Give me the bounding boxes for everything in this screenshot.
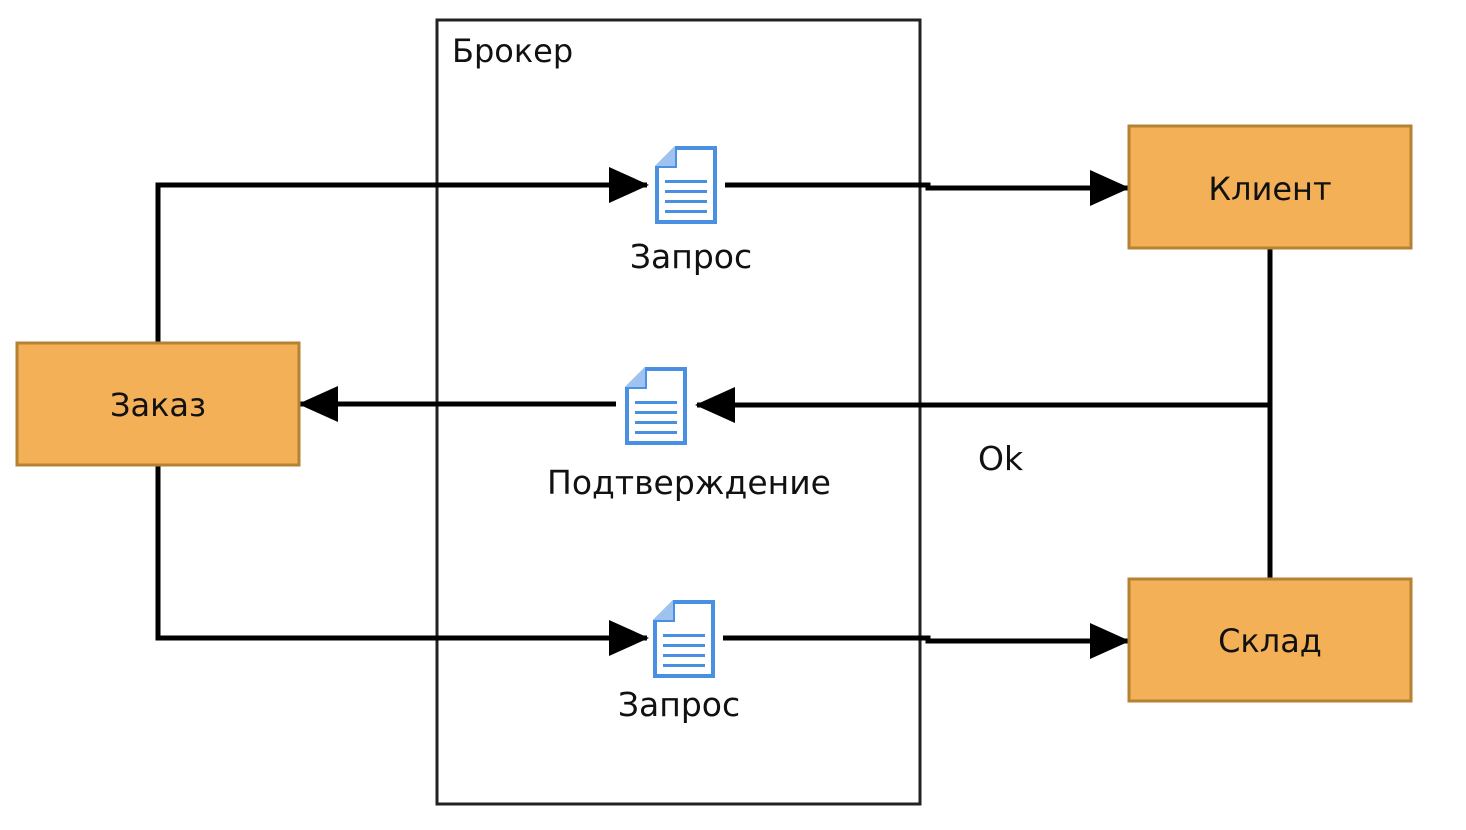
edge-request-top-to-client (725, 170, 1130, 206)
message-request-top: Запрос (630, 146, 752, 276)
broker-label: Брокер (452, 32, 573, 70)
node-client-label: Клиент (1208, 170, 1331, 208)
node-order: Заказ (15, 341, 301, 467)
message-confirmation-label: Подтверждение (547, 463, 831, 502)
edge-order-to-request-top (155, 167, 649, 343)
edge-label-ok: Ok (978, 439, 1024, 478)
broker-container (435, 18, 922, 806)
document-icon (653, 600, 715, 678)
edge-request-bottom-to-warehouse (723, 623, 1130, 659)
message-request-bottom-label: Запрос (618, 685, 740, 724)
node-client: Клиент (1127, 124, 1413, 250)
node-warehouse-label: Склад (1218, 622, 1322, 660)
node-order-label: Заказ (110, 386, 206, 424)
edge-order-to-request-bottom (155, 466, 649, 656)
message-request-top-label: Запрос (630, 237, 752, 276)
document-icon (625, 367, 687, 445)
message-confirmation: Подтверждение (547, 367, 831, 502)
message-request-bottom: Запрос (618, 600, 740, 724)
document-icon (655, 146, 717, 224)
node-warehouse: Склад (1127, 577, 1413, 703)
